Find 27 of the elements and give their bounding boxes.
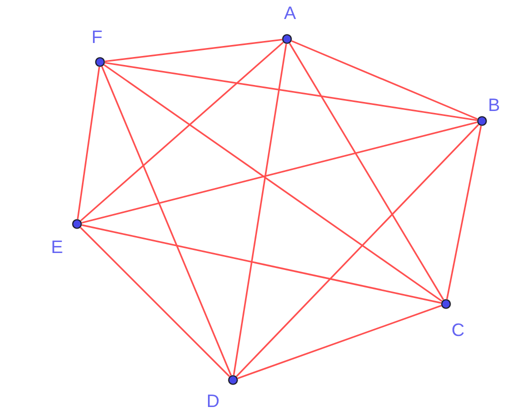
point-label: E — [51, 238, 64, 256]
line-segment — [82, 224, 442, 304]
line-segment — [236, 124, 480, 377]
line-segment — [80, 42, 284, 222]
line-segment — [101, 66, 232, 376]
line-segment — [291, 40, 478, 120]
line-segment — [104, 38, 282, 62]
vertex-point — [282, 34, 292, 44]
line-segment — [104, 64, 442, 302]
point-label: F — [92, 28, 102, 46]
line-segment — [104, 62, 478, 122]
point-label: D — [206, 392, 220, 410]
vertex-point — [95, 57, 105, 67]
vertex-point — [72, 219, 82, 229]
line-segment — [446, 126, 482, 300]
line-segment — [288, 42, 444, 300]
vertex-point — [441, 299, 451, 309]
line-segment — [232, 44, 288, 376]
vertex-point — [228, 375, 238, 385]
line-segment — [80, 226, 230, 378]
line-segment — [237, 304, 442, 380]
line-segment — [82, 121, 478, 224]
point-label: A — [284, 4, 296, 22]
line-segment — [76, 66, 100, 220]
vertex-point — [477, 116, 487, 126]
point-label: B — [488, 96, 500, 114]
point-label: C — [452, 321, 464, 339]
